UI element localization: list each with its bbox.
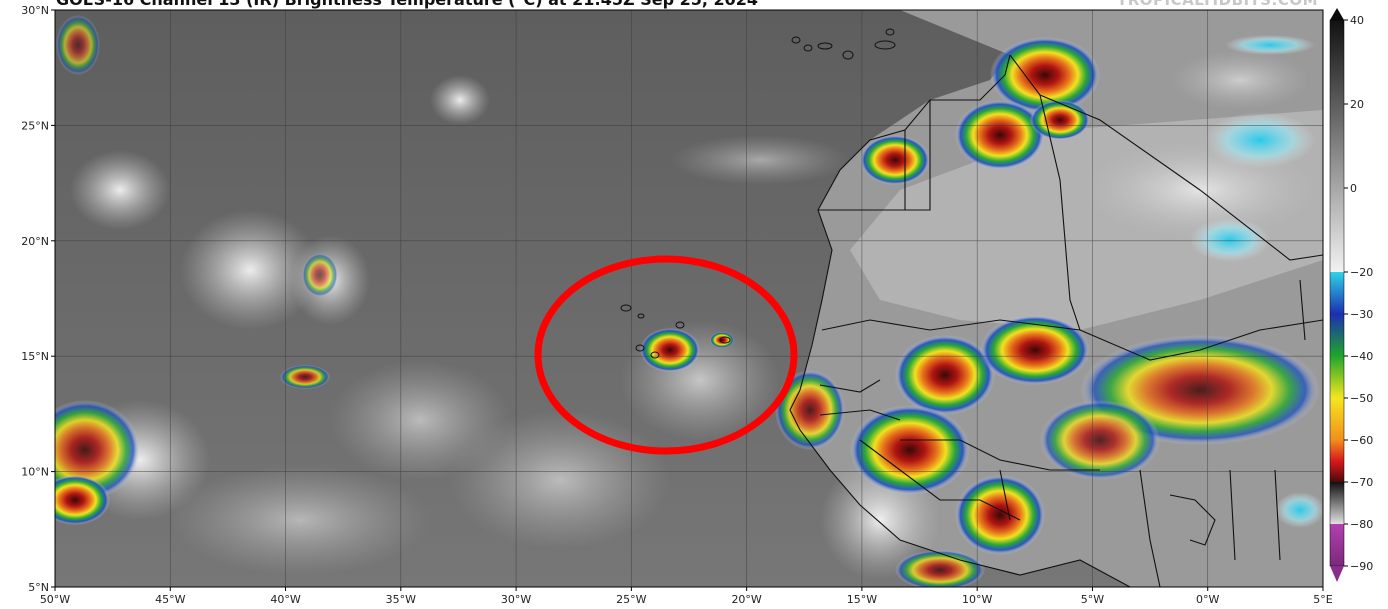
colorbar-tick-label: 0 (1350, 182, 1357, 195)
longitude-axis: 50°W 45°W 40°W 35°W 30°W 25°W 20°W 15°W 10°W 5°W 0… (40, 587, 1333, 606)
islands (620, 28, 896, 359)
colorbar-tick-label: −70 (1350, 476, 1373, 489)
latitude-label: 10°N (21, 466, 49, 479)
longitude-label: 50°W (40, 593, 70, 606)
latitude-label: 20°N (21, 235, 49, 248)
longitude-label: 10°W (962, 593, 992, 606)
longitude-label: 5°E (1313, 593, 1332, 606)
colorbar-bottom-arrow (1330, 566, 1344, 582)
map-frame (54, 9, 1324, 588)
latitude-axis: 30°N 25°N 20°N 15°N 10°N 5°N (21, 4, 55, 594)
highlight-circle (534, 255, 798, 455)
longitude-label: 20°W (731, 593, 761, 606)
graticule (55, 10, 1323, 587)
colorbar-top-arrow (1330, 8, 1344, 20)
colorbar-tick-label: 40 (1350, 14, 1364, 27)
cirrus-shield-northeast (1190, 35, 1323, 528)
longitude-label: 25°W (616, 593, 646, 606)
colorbar-tick-label: 20 (1350, 98, 1364, 111)
colorbar-tick-label: −50 (1350, 392, 1373, 405)
colorbar-tick-label: −90 (1350, 560, 1373, 573)
colorbar-tick-label: −80 (1350, 518, 1373, 531)
latitude-label: 25°N (21, 119, 49, 132)
colorbar-gradient (1329, 19, 1345, 567)
colorbar-tick-label: −20 (1350, 266, 1373, 279)
coastlines-and-borders (789, 54, 1323, 587)
longitude-label: 5°W (1081, 593, 1104, 606)
longitude-label: 40°W (270, 593, 300, 606)
colorbar: 40 20 0 −20 −30 −40 −50 −60 −70 −80 −90 (1329, 8, 1373, 582)
latitude-label: 30°N (21, 4, 49, 17)
longitude-label: 30°W (501, 593, 531, 606)
longitude-label: 45°W (155, 593, 185, 606)
map-imagery (55, 10, 1323, 587)
longitude-label: 0°W (1196, 593, 1219, 606)
watermark: TROPICALTIDBITS.COM (1117, 0, 1318, 9)
longitude-label: 15°W (847, 593, 877, 606)
map-title: GOES-16 Channel 13 (IR) Brightness Tempe… (56, 0, 758, 9)
longitude-label: 35°W (386, 593, 416, 606)
colorbar-tick-label: −60 (1350, 434, 1373, 447)
latitude-label: 5°N (28, 581, 49, 594)
colorbar-tick-label: −40 (1350, 350, 1373, 363)
colorbar-tick-label: −30 (1350, 308, 1373, 321)
satellite-map: 30°N 25°N 20°N 15°N 10°N 5°N 50°W 45°W 40°W 35°W… (21, 4, 1333, 606)
latitude-label: 15°N (21, 350, 49, 363)
colorbar-ticks: 40 20 0 −20 −30 −40 −50 −60 −70 −80 −90 (1344, 14, 1373, 573)
convective-cells (55, 15, 1320, 587)
